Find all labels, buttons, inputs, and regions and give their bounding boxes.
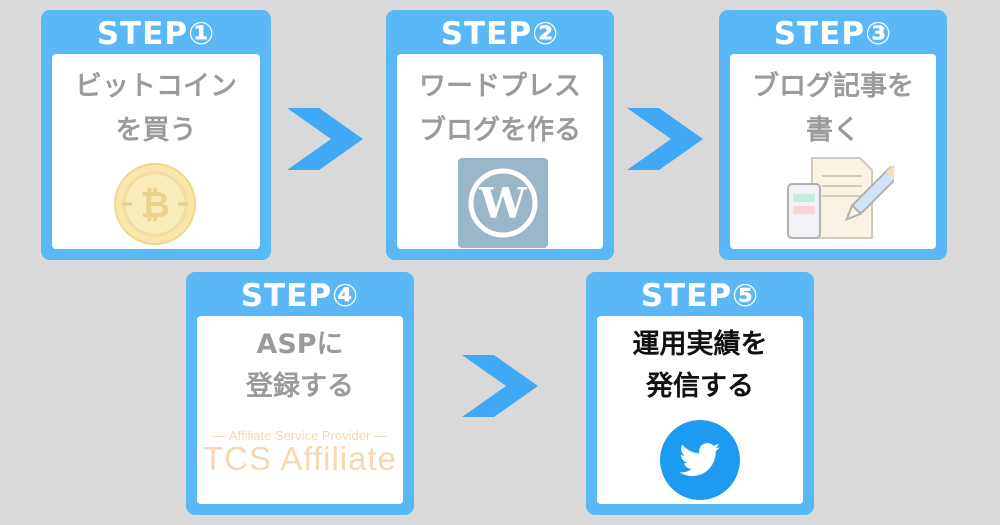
svg-text:W: W bbox=[478, 179, 527, 228]
bitcoin-icon: ₿ bbox=[114, 163, 196, 245]
step-4-content: ASPに 登録する — Affiliate Service Provider —… bbox=[197, 316, 403, 504]
step-1-content: ビットコイン を買う ₿ bbox=[52, 54, 260, 249]
step-2-title-line1: ワードプレス bbox=[419, 71, 581, 102]
step-4-title-line1: ASPに bbox=[256, 329, 344, 360]
step-3-panel: ブログ記事を 書く bbox=[730, 54, 936, 249]
arrow-right-icon bbox=[462, 355, 538, 417]
wordpress-icon: W bbox=[458, 158, 548, 248]
document-pen-icon bbox=[787, 157, 894, 239]
step-2-header: STEP② bbox=[440, 16, 560, 52]
twitter-icon bbox=[660, 420, 740, 500]
step-4-card: STEP④ ASPに 登録する — Affiliate Service Prov… bbox=[186, 272, 414, 515]
step-2-card: STEP② ワードプレス ブログを作る W bbox=[386, 10, 614, 260]
step-5-header: STEP⑤ bbox=[640, 278, 760, 314]
step-2-content: ワードプレス ブログを作る W bbox=[397, 54, 603, 249]
step-4-header: STEP④ bbox=[240, 278, 360, 314]
step-5-title-line1: 運用実績を bbox=[632, 329, 768, 360]
step-5-card: STEP⑤ 運用実績を 発信する bbox=[586, 272, 814, 515]
step-3-content: ブログ記事を 書く bbox=[730, 54, 936, 249]
step-5-title-line2: 発信する bbox=[646, 371, 754, 402]
step-3-title-line1: ブログ記事を bbox=[752, 71, 914, 102]
step-4-panel: ASPに 登録する — Affiliate Service Provider —… bbox=[197, 316, 403, 504]
step-1-panel: ビットコイン を買う ₿ bbox=[52, 54, 260, 249]
step-2-title-line2: ブログを作る bbox=[419, 115, 581, 146]
step-2-panel: ワードプレス ブログを作る W bbox=[397, 54, 603, 249]
arrow-right-icon bbox=[287, 108, 363, 170]
step-3-card: STEP③ ブログ記事を 書く bbox=[719, 10, 947, 260]
step-4-title-line2: 登録する bbox=[246, 371, 354, 402]
arrow-right-icon bbox=[627, 108, 703, 170]
step-1-title-line1: ビットコイン bbox=[75, 71, 237, 102]
tcs-affiliate-logo-subtitle: — Affiliate Service Provider — bbox=[213, 428, 387, 443]
tcs-affiliate-logo: TCS Affiliate bbox=[203, 440, 397, 477]
step-5-panel: 運用実績を 発信する bbox=[597, 316, 803, 504]
step-1-title-line2: を買う bbox=[115, 115, 197, 146]
step-1-card: STEP① ビットコイン を買う ₿ bbox=[41, 10, 271, 260]
step-3-header: STEP③ bbox=[773, 16, 893, 52]
step-3-title-line2: 書く bbox=[806, 115, 860, 146]
step-1-header: STEP① bbox=[96, 16, 216, 52]
svg-text:₿: ₿ bbox=[140, 185, 169, 226]
